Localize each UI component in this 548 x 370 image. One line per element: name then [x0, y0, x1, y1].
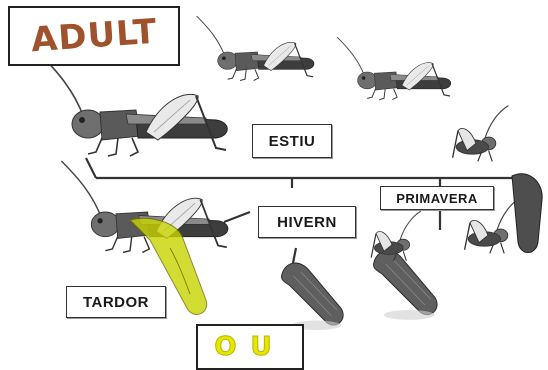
- ou-label: OU: [214, 332, 285, 362]
- grasshopper-icon: [337, 37, 451, 99]
- egg-pod-icon: [373, 251, 437, 320]
- tardor-label: TARDOR: [66, 286, 166, 318]
- primavera-label: PRIMAVERA: [380, 186, 494, 210]
- ou-label-box: OU: [196, 324, 304, 370]
- grasshopper-icon: [38, 52, 227, 156]
- nymph-icon: [453, 106, 509, 162]
- grasshopper-icon: [197, 16, 314, 80]
- grasshopper-icon: [61, 161, 228, 253]
- hivern-label: HIVERN: [258, 206, 356, 238]
- adult-label: ADULT: [30, 12, 159, 61]
- estiu-label: ESTIU: [252, 124, 332, 158]
- adult-label-box: ADULT: [8, 6, 180, 66]
- egg-pod-icon: [282, 263, 344, 330]
- egg-pod-icon: [512, 174, 542, 253]
